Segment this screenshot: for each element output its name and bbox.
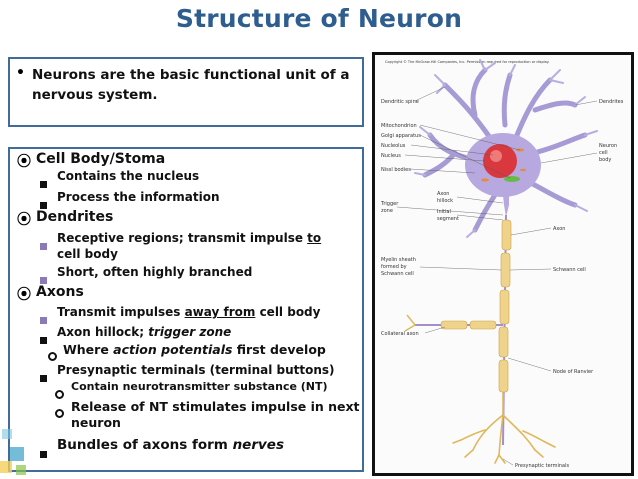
text-part: Axon hillock; <box>57 325 149 339</box>
target-bullet-icon: ⦿ <box>17 287 31 303</box>
square-bullet-icon <box>40 367 47 386</box>
details-box: ⦿ Cell Body/Stoma Contains the nucleus P… <box>8 147 364 472</box>
label-dendrites: Dendrites <box>599 99 624 105</box>
text-part: cell body <box>57 247 118 261</box>
dendrites-item-1: Receptive regions; transmit impulse to c… <box>57 230 347 262</box>
axons-item-3: Presynaptic terminals (terminal buttons) <box>57 363 335 377</box>
label-schwann: Schwann cell <box>553 267 586 273</box>
neuron-illustration: Copyright © The McGraw-Hill Companies, I… <box>380 59 624 469</box>
circle-bullet-icon <box>48 346 57 365</box>
golgi-shape <box>504 176 520 182</box>
label-neuron-1: Neuron <box>599 143 617 149</box>
axons-item-1: Transmit impulses away from cell body <box>57 304 320 320</box>
label-axon-hillock-2: hillock <box>437 198 453 204</box>
underlined-words: away from <box>184 305 256 319</box>
copyright-text: Copyright © The McGraw-Hill Companies, I… <box>385 60 549 64</box>
square-bullet-icon <box>40 269 47 288</box>
text-part: first develop <box>232 342 326 357</box>
cell-body-item: Process the information <box>57 190 220 204</box>
axon-hillock-shape <box>503 195 509 217</box>
axon-shape <box>498 214 512 446</box>
circle-bullet-icon <box>55 384 64 403</box>
label-axon: Axon <box>553 226 565 232</box>
label-initial-2: segment <box>437 216 459 222</box>
label-myelin-3: Schwann cell <box>381 271 414 277</box>
square-bullet-icon <box>40 443 47 462</box>
cell-body-item: Contains the nucleus <box>57 169 200 183</box>
dendrites-shape <box>422 67 588 233</box>
label-trigger-2: zone <box>381 208 393 214</box>
label-nucleolus: Nucleolus <box>381 143 406 149</box>
square-bullet-icon <box>40 309 47 328</box>
intro-box: • Neurons are the basic functional unit … <box>8 57 364 127</box>
text-part: Where <box>63 342 114 357</box>
label-dendritic-spine: Dendritic spine <box>381 99 419 105</box>
label-golgi: Golgi apparatus <box>381 133 421 139</box>
decorative-corner-shapes <box>0 429 26 475</box>
square-bullet-icon <box>40 194 47 213</box>
circle-bullet-icon <box>55 403 64 422</box>
axons-item-4: Bundles of axons form nerves <box>57 437 284 453</box>
nucleus-shape <box>483 144 517 178</box>
presynaptic-terminals-shape <box>452 392 556 464</box>
label-nucleus: Nucleus <box>381 153 401 159</box>
text-part: Transmit impulses <box>57 305 185 319</box>
axons-sub-2: Contain neurotransmitter substance (NT) <box>71 380 328 393</box>
text-part: Receptive regions; transmit impulse <box>57 231 308 245</box>
label-neuron-2: cell <box>599 150 608 156</box>
axons-sub-3-line-1: Release of NT stimulates impulse in next <box>71 399 360 414</box>
axons-item-2: Axon hillock; trigger zone <box>57 324 231 340</box>
intro-text: Neurons are the basic functional unit of… <box>32 67 350 103</box>
label-nissl: Nissl bodies <box>381 167 411 173</box>
label-mitochondrion: Mitochondrion <box>381 123 417 129</box>
leader-lines <box>396 86 598 466</box>
label-collateral: Collateral axon <box>381 331 419 337</box>
dendrites-item-2: Short, often highly branched <box>57 265 253 279</box>
square-bullet-icon <box>40 173 47 192</box>
collateral-axon-shape <box>404 314 503 332</box>
square-bullet-icon <box>40 329 47 348</box>
label-presynaptic: Presynaptic terminals <box>515 463 569 469</box>
label-myelin-1: Myelin sheath <box>381 257 416 263</box>
label-initial-1: Initial <box>437 209 451 215</box>
label-neuron-3: body <box>599 157 611 163</box>
neuron-diagram: Copyright © The McGraw-Hill Companies, I… <box>372 52 634 476</box>
italic-term: action potentials <box>113 342 233 357</box>
target-bullet-icon: ⦿ <box>17 154 31 170</box>
axons-heading: Axons <box>36 284 84 300</box>
nucleolus-shape <box>490 150 502 162</box>
label-myelin-2: formed by <box>381 264 407 270</box>
italic-term: trigger zone <box>148 325 232 339</box>
dendrites-heading: Dendrites <box>36 209 114 225</box>
italic-term: nerves <box>232 437 284 453</box>
axons-sub-1: Where action potentials first develop <box>63 342 326 357</box>
axons-sub-3-line-2: neuron <box>71 415 121 430</box>
slide-title: Structure of Neuron <box>175 4 463 33</box>
cell-body-heading: Cell Body/Stoma <box>36 151 166 167</box>
bullet: • <box>16 65 25 81</box>
text-part: cell body <box>255 305 321 319</box>
square-bullet-icon <box>40 235 47 254</box>
label-axon-hillock-1: Axon <box>437 191 449 197</box>
diagram-labels: Dendritic spine Dendrites Mitochondrion … <box>380 99 624 469</box>
text-part: Bundles of axons form <box>57 437 233 453</box>
label-trigger-1: Trigger <box>380 201 399 207</box>
label-ranvier: Node of Ranvier <box>553 369 594 375</box>
underlined-word: to <box>307 231 322 245</box>
target-bullet-icon: ⦿ <box>17 212 31 228</box>
